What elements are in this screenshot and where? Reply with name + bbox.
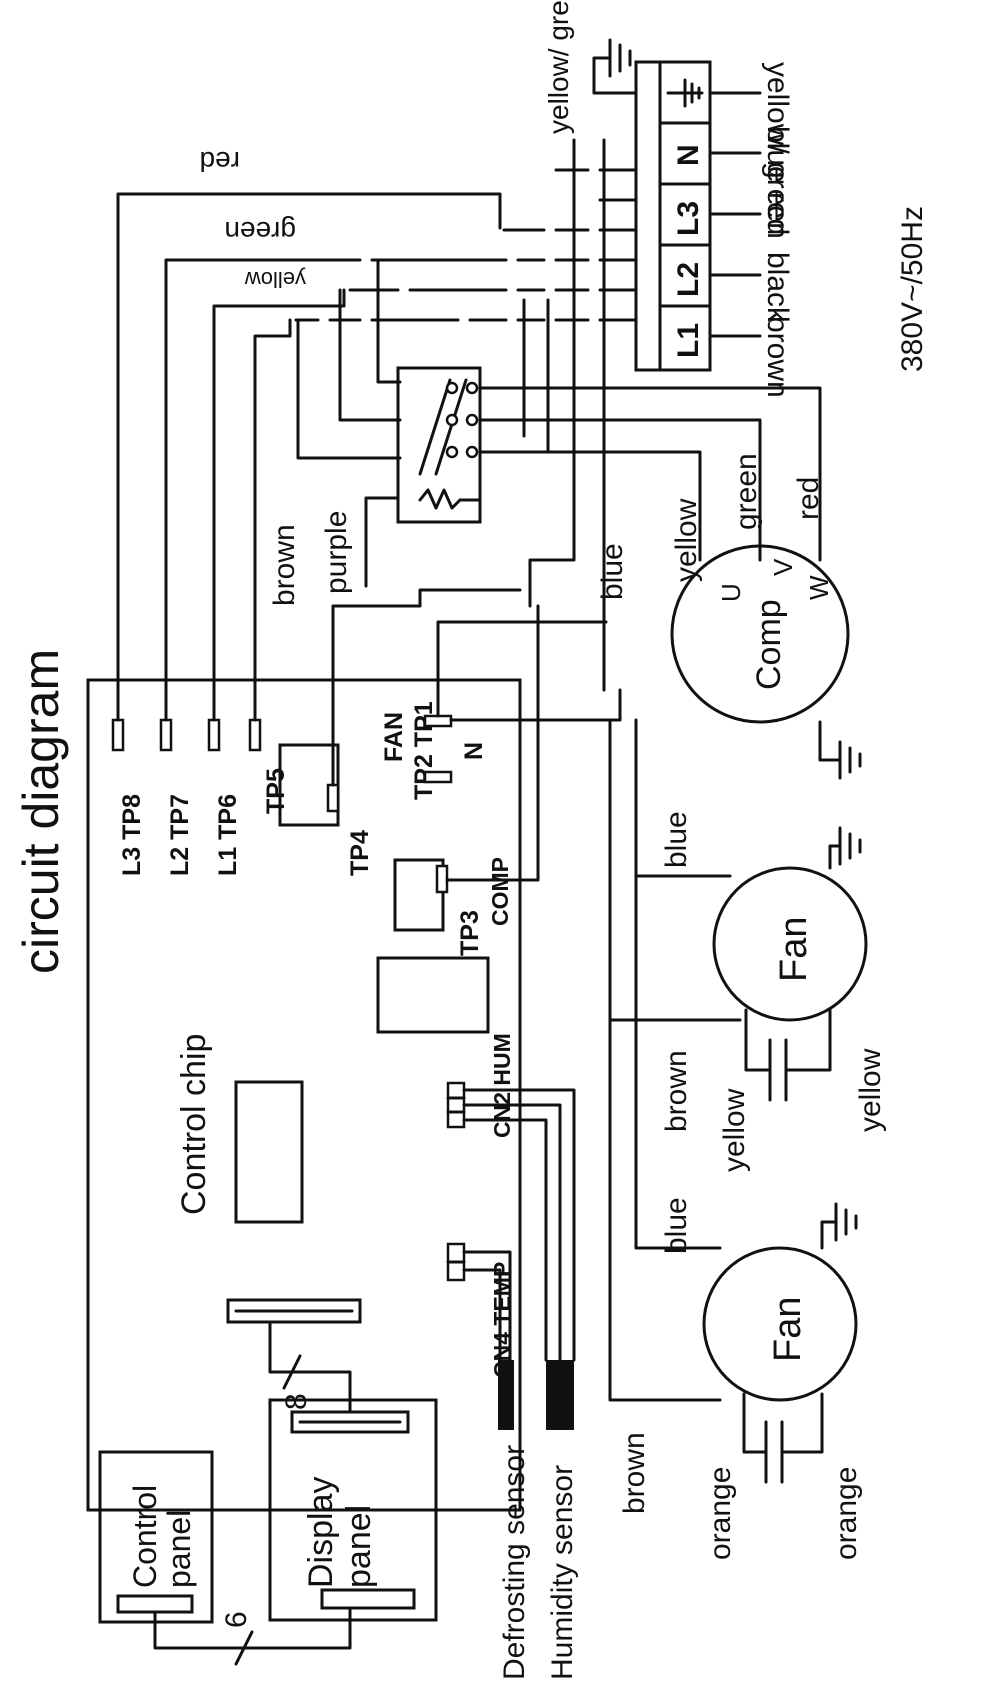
pin-tp3: [435, 864, 449, 894]
humidity-sensor-probe: [546, 1360, 574, 1430]
cable-count-8: 8: [280, 1393, 313, 1410]
input-brown-label: brown: [761, 316, 794, 398]
pin-tp6: [207, 718, 221, 752]
compressor-terminal-u: U: [716, 583, 746, 602]
compressor-wire-yellow: yellow: [670, 498, 703, 582]
fan2-wire-orange-2: orange: [830, 1467, 863, 1560]
terminal-tp8: L3 TP8: [118, 794, 146, 876]
compressor-wire-red: red: [792, 477, 825, 520]
defrosting-sensor-label: Defrosting sensor: [498, 1445, 531, 1680]
wire-label-purple: purple: [320, 511, 353, 594]
capacitor-icon: [742, 1392, 824, 1484]
control-board: [86, 678, 522, 1512]
terminal-tp4: TP4: [346, 830, 374, 876]
fan2-wire-blue: blue: [660, 1197, 693, 1254]
compressor-terminal-v: V: [768, 558, 798, 576]
terminal-cn2-hum: CN2 HUM: [489, 1033, 515, 1138]
display-panel-line2: panel: [340, 1505, 378, 1588]
terminal-tp5: TP5: [262, 768, 290, 814]
ground-icon: [608, 38, 632, 78]
relay-block-3: [376, 956, 490, 1034]
terminal-l1-label: L1: [672, 323, 705, 358]
fan1-wire-blue: blue: [660, 811, 693, 868]
contactor: [396, 366, 482, 524]
input-ground-label: yellow/ green: [761, 62, 794, 239]
input-blue-label: blue: [761, 126, 794, 183]
display-panel-connector-2: [320, 1588, 416, 1610]
terminal-fan: FAN: [380, 712, 408, 762]
top-ground-wire-label: yellow/ green: [543, 0, 574, 134]
control-panel-connector: [116, 1594, 194, 1614]
fan1-label: Fan: [773, 917, 815, 982]
pin-tp2: [423, 770, 453, 784]
fan-motor-1: [712, 866, 868, 1022]
pin-cn2: [446, 1081, 466, 1129]
relay-block-2: [393, 858, 445, 932]
compressor-motor: [670, 544, 850, 724]
pin-tp4: [326, 783, 340, 813]
fan2-label: Fan: [767, 1297, 809, 1362]
ribbon-connector: [226, 1298, 362, 1324]
wire-label-brown: brown: [268, 524, 301, 606]
terminal-l2-label: L2: [672, 262, 705, 297]
terminal-tp7: L2 TP7: [166, 794, 194, 876]
pin-tp7: [159, 718, 173, 752]
fan2-wire-orange-1: orange: [704, 1467, 737, 1560]
control-chip-label: Control chip: [175, 1034, 213, 1215]
terminal-l3-label: L3: [672, 201, 705, 236]
ground-icon: [838, 740, 862, 780]
pin-tp5: [248, 718, 262, 752]
display-panel[interactable]: [268, 1398, 438, 1622]
contactor-contacts-icon: [418, 378, 479, 476]
display-panel-line1: Display: [302, 1477, 340, 1588]
compressor-terminal-w: W: [804, 575, 834, 600]
fan-motor-2: [702, 1246, 858, 1402]
wire-label-yellow: yellow: [245, 267, 306, 292]
pin-tp8: [111, 718, 125, 752]
wire-label-red: red: [200, 146, 240, 177]
supply-voltage: 380V~/50Hz: [896, 206, 929, 372]
terminal-tp3: TP3: [456, 910, 484, 956]
diagram-title: circuit diagram: [13, 649, 69, 974]
contactor-coil-icon: [418, 488, 482, 510]
fan1-wire-yellow-2: yellow: [854, 1048, 887, 1132]
terminal-tp6: L1 TP6: [214, 794, 242, 876]
fan2-wire-brown: brown: [618, 1432, 651, 1514]
wire-label-blue: blue: [596, 543, 629, 600]
terminal-n-label: N: [672, 144, 705, 166]
wire-label-green: green: [224, 216, 296, 247]
defrosting-sensor-probe: [498, 1360, 514, 1430]
ground-icon: [666, 78, 704, 108]
capacitor-icon: [744, 1008, 832, 1102]
ground-icon: [838, 826, 862, 866]
chip-block: [234, 1080, 304, 1224]
input-black-label: black: [761, 252, 794, 323]
fan1-wire-yellow-1: yellow: [718, 1088, 751, 1172]
power-terminal-block: [634, 60, 712, 372]
humidity-sensor-label: Humidity sensor: [546, 1465, 579, 1680]
cable-count-6: 6: [220, 1611, 253, 1628]
compressor-label: Comp: [750, 599, 788, 690]
terminal-n: N: [460, 742, 488, 760]
control-panel-line2: panel: [161, 1510, 197, 1588]
control-panel-line1: Control: [127, 1485, 163, 1588]
compressor-wire-green: green: [730, 453, 763, 530]
fan1-wire-brown: brown: [660, 1050, 693, 1132]
ground-icon: [834, 1202, 858, 1242]
terminal-comp: COMP: [487, 857, 513, 926]
input-red-label: red: [761, 192, 794, 235]
